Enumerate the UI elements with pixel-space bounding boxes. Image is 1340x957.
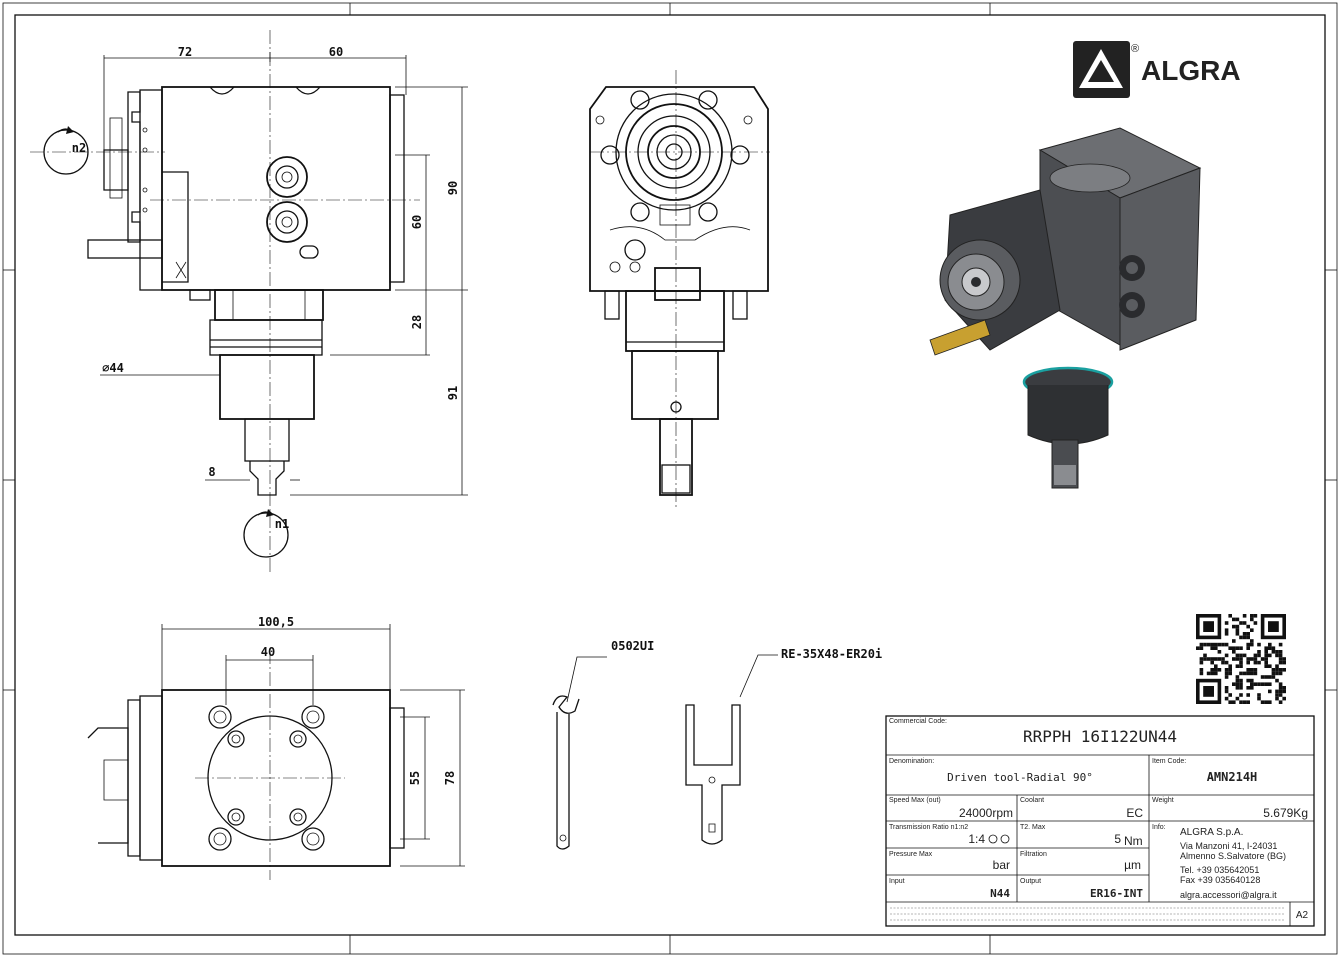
dim-top-right: 60 xyxy=(329,45,343,59)
rotation-label-n1: n1 xyxy=(275,517,289,531)
pressure-label: Pressure Max xyxy=(889,851,933,858)
commercial-code: RRPPH 16I122UN44 xyxy=(1023,727,1177,746)
filtration-label: Filtration xyxy=(1020,851,1047,858)
spanner-label: RE-35X48-ER20i xyxy=(781,647,882,661)
dim-height-inner: 60 xyxy=(410,215,424,229)
speed-label: Speed Max (out) xyxy=(889,797,941,804)
email: algra.accessori@algra.it xyxy=(1180,890,1277,900)
dim-diameter: ⌀44 xyxy=(102,361,124,375)
side-view xyxy=(589,70,770,510)
filtration-unit: µm xyxy=(1124,858,1141,872)
fax: Fax +39 035640128 xyxy=(1180,875,1260,885)
title-block: Commercial Code: RRPPH 16I122UN44 Denomi… xyxy=(885,715,1315,927)
dim-height-collar: 28 xyxy=(410,315,424,329)
ratio-value: 1:4 xyxy=(968,832,985,846)
output-value: ER16-INT xyxy=(1090,887,1143,900)
output-label: Output xyxy=(1020,878,1041,885)
input-value: N44 xyxy=(990,887,1010,900)
denomination: Driven tool-Radial 90° xyxy=(947,771,1093,784)
weight-value: 5.679Kg xyxy=(1263,806,1308,820)
torque-label: T2. Max xyxy=(1020,824,1046,831)
dim-bottom-h-outer: 78 xyxy=(443,771,457,785)
item-code-label: Item Code: xyxy=(1152,758,1186,765)
border-ticks xyxy=(3,3,1337,954)
info-label: Info: xyxy=(1152,824,1166,831)
wrench-label: 0502UI xyxy=(611,639,654,653)
coolant-label: Coolant xyxy=(1020,797,1044,804)
wrench-drawing: 0502UI xyxy=(552,639,654,850)
rotation-label-n2: n2 xyxy=(72,141,86,155)
front-view: 72 60 90 60 28 91 ⌀44 8 n2 n1 xyxy=(30,30,468,575)
telephone: Tel. +39 035642051 xyxy=(1180,865,1259,875)
item-code: AMN214H xyxy=(1207,770,1258,784)
input-label: Input xyxy=(889,878,905,885)
speed-value: 24000rpm xyxy=(959,806,1013,820)
address-line-1: Via Manzoni 41, I-24031 xyxy=(1180,841,1277,851)
dim-bottom-width: 100,5 xyxy=(258,615,294,629)
body-outline xyxy=(161,86,391,291)
commercial-code-label: Commercial Code: xyxy=(889,718,947,725)
dim-height-total: 90 xyxy=(446,181,460,195)
dim-height-shank: 91 xyxy=(446,386,460,400)
dim-key-width: 8 xyxy=(208,465,215,479)
denomination-label: Denomination: xyxy=(889,758,934,765)
product-render xyxy=(929,127,1202,489)
ratio-label: Transmission Ratio n1:n2 xyxy=(889,824,968,831)
dim-bottom-h-inner: 55 xyxy=(408,771,422,785)
plan-view: 100,5 40 55 78 xyxy=(87,615,465,880)
torque-value: 5 xyxy=(1114,832,1121,846)
qr-code xyxy=(1196,614,1286,704)
brand-registered: ® xyxy=(1131,43,1139,55)
algra-logo: ALGRA ® xyxy=(1073,41,1241,98)
pressure-unit: bar xyxy=(993,858,1010,872)
torque-unit: Nm xyxy=(1124,834,1143,848)
company-name: ALGRA S.p.A. xyxy=(1180,827,1243,838)
sheet-size: A2 xyxy=(1296,910,1309,921)
rotation-direction-icon xyxy=(988,834,1010,844)
weight-label: Weight xyxy=(1152,797,1174,804)
address-line-2: Almenno S.Salvatore (BG) xyxy=(1180,851,1286,861)
coolant-value: EC xyxy=(1126,806,1143,820)
spanner-drawing: RE-35X48-ER20i xyxy=(685,647,882,845)
brand-name: ALGRA xyxy=(1141,55,1241,86)
dim-top-left: 72 xyxy=(178,45,192,59)
dim-bottom-pitch: 40 xyxy=(261,645,275,659)
